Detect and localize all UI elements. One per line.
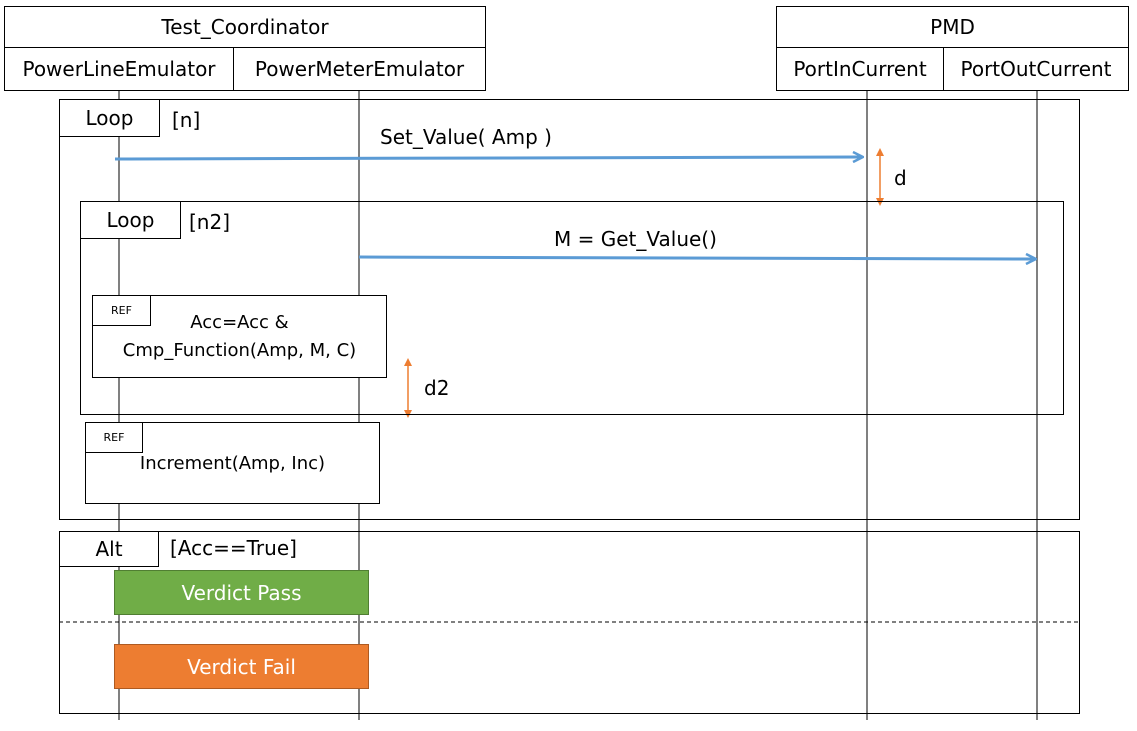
ref-acc-tag-label: REF: [111, 304, 132, 317]
lifeline-header-portincurrent: PortInCurrent: [776, 47, 944, 91]
outer-loop-operator: Loop: [59, 99, 160, 137]
lifeline-label-powermeteremulator: PowerMeterEmulator: [254, 57, 465, 81]
verdict-pass: Verdict Pass: [114, 570, 369, 615]
duration-d-label: d: [894, 166, 907, 190]
lifeline-header-powermeteremulator: PowerMeterEmulator: [233, 47, 486, 91]
inner-loop-operator-label: Loop: [106, 208, 155, 232]
outer-loop-guard: [n]: [172, 108, 201, 132]
ref-acc-tag: REF: [92, 295, 151, 326]
ref-acc-line1: Acc=Acc &: [190, 312, 289, 333]
verdict-fail-label: Verdict Fail: [187, 654, 296, 679]
alt-operator: Alt: [59, 531, 159, 567]
get-value-message-label: M = Get_Value(): [554, 227, 717, 251]
inner-loop-guard: [n2]: [189, 210, 231, 234]
alt-guard: [Acc==True]: [170, 536, 297, 560]
lifeline-label-portoutcurrent: PortOutCurrent: [960, 57, 1112, 81]
lifeline-header-portoutcurrent: PortOutCurrent: [943, 47, 1129, 91]
set-value-message-label: Set_Value( Amp ): [380, 125, 552, 149]
group-title-test-coordinator: Test_Coordinator: [161, 15, 329, 39]
duration-d2-label: d2: [424, 376, 450, 400]
verdict-fail: Verdict Fail: [114, 644, 369, 689]
get-value-arrow: [358, 257, 1035, 259]
ref-increment-tag-label: REF: [103, 431, 125, 444]
set-value-arrow: [114, 157, 862, 159]
alt-fragment: [59, 531, 1080, 714]
verdict-pass-label: Verdict Pass: [181, 580, 302, 605]
inner-loop-operator: Loop: [80, 201, 181, 239]
ref-increment-text: Increment(Amp, Inc): [139, 453, 326, 474]
group-header-test-coordinator: Test_Coordinator: [4, 6, 486, 48]
ref-increment-tag: REF: [85, 422, 143, 453]
alt-operator-label: Alt: [95, 537, 123, 561]
lifeline-label-portincurrent: PortInCurrent: [793, 57, 927, 81]
outer-loop-fragment: [59, 99, 1080, 520]
lifeline-label-powerlineemulator: PowerLineEmulator: [22, 57, 216, 81]
lifeline-header-powerlineemulator: PowerLineEmulator: [4, 47, 234, 91]
outer-loop-operator-label: Loop: [85, 106, 134, 130]
inner-loop-fragment: [80, 201, 1064, 415]
group-header-pmd: PMD: [776, 6, 1129, 48]
group-title-pmd: PMD: [930, 15, 975, 39]
ref-acc-line2: Cmp_Function(Amp, M, C): [122, 340, 357, 361]
